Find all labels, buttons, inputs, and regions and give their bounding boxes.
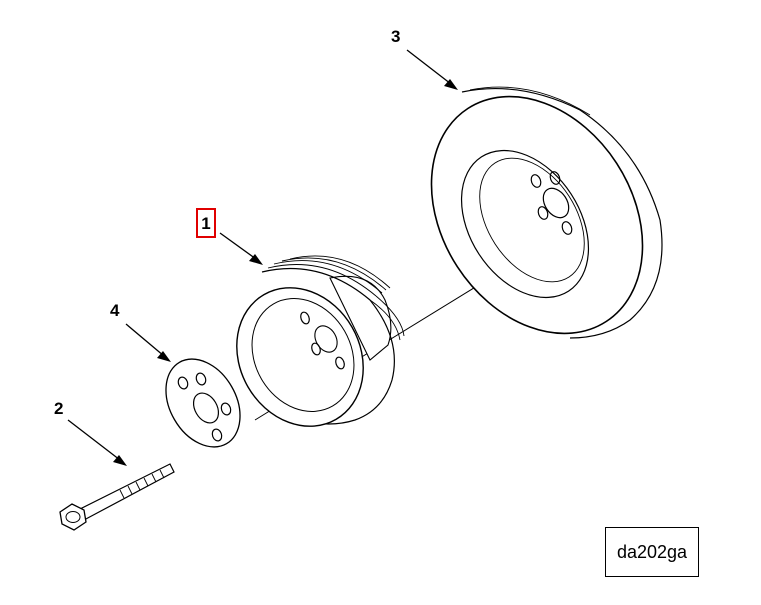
pulley-part [236, 255, 405, 427]
callout-label-4: 4 [110, 301, 120, 320]
bolt-part [59, 463, 175, 531]
leader-arrow-3 [406, 49, 452, 85]
leader-arrow-2 [67, 419, 121, 461]
callout-label-3: 3 [391, 27, 401, 46]
callout-label-2: 2 [54, 399, 64, 418]
spacer-part [165, 358, 241, 448]
callout-number-pulley: 1 [201, 213, 211, 233]
leader-arrows [67, 49, 458, 466]
leader-arrow-4 [125, 323, 165, 357]
leader-arrow-1 [219, 232, 257, 260]
callout-label-1: 1 [196, 208, 216, 238]
damper-part [430, 85, 663, 339]
figure-id-box: da202ga [605, 527, 699, 577]
